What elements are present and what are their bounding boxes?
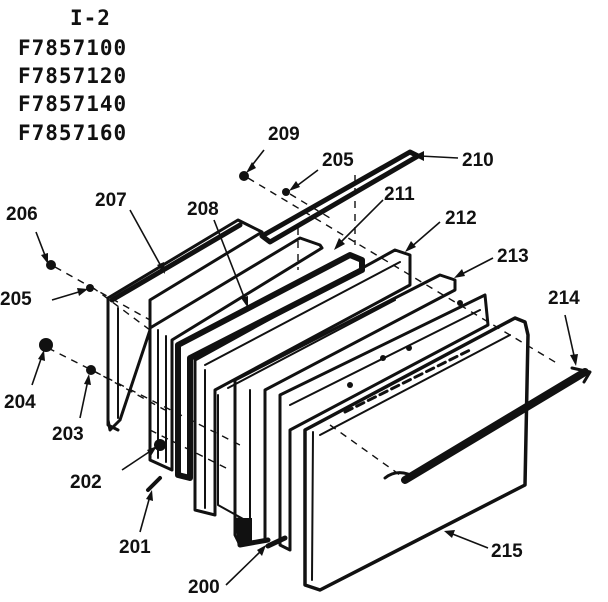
callout-202: 202 xyxy=(70,472,102,493)
callout-201: 201 xyxy=(119,537,151,558)
callout-212: 212 xyxy=(445,208,477,229)
callout-205-upper: 205 xyxy=(322,150,354,171)
part-214-handle xyxy=(383,366,592,484)
callout-214: 214 xyxy=(548,288,580,309)
part-202-screw xyxy=(154,439,166,451)
callout-210: 210 xyxy=(462,150,494,171)
part-204-bumper xyxy=(39,338,53,352)
callout-200: 200 xyxy=(188,577,220,598)
callout-215: 215 xyxy=(491,541,523,562)
model-number-4: F7857160 xyxy=(18,121,128,145)
part-213-liner xyxy=(233,273,457,548)
callout-205-lower: 205 xyxy=(0,289,32,310)
callout-203: 203 xyxy=(52,424,84,445)
part-201-screw xyxy=(146,476,162,492)
part-door-inner-panel xyxy=(278,293,490,552)
leader-lines xyxy=(31,149,578,586)
part-206-screw xyxy=(46,260,56,270)
part-209-screw xyxy=(239,171,249,181)
part-200-clip xyxy=(265,535,288,549)
part-205-lower-screw xyxy=(86,284,94,292)
part-208-gasket xyxy=(148,236,324,472)
callout-204: 204 xyxy=(4,392,36,413)
model-number-2: F7857120 xyxy=(18,64,128,88)
model-number-1: F7857100 xyxy=(18,36,128,60)
callout-labels: 209 205 210 211 212 213 214 215 207 208 … xyxy=(0,124,580,598)
callout-209: 209 xyxy=(268,124,300,145)
callout-211: 211 xyxy=(384,184,415,205)
callout-207: 207 xyxy=(95,190,127,211)
part-207-outer-panel xyxy=(106,218,264,432)
section-id: I-2 xyxy=(70,6,111,30)
model-number-3: F7857140 xyxy=(18,92,128,116)
callout-206: 206 xyxy=(6,204,38,225)
part-205-upper-screw xyxy=(282,188,290,196)
hardware-screws xyxy=(39,171,290,549)
callout-213: 213 xyxy=(497,246,529,267)
part-203-screw xyxy=(86,365,96,375)
callout-208: 208 xyxy=(187,199,219,220)
